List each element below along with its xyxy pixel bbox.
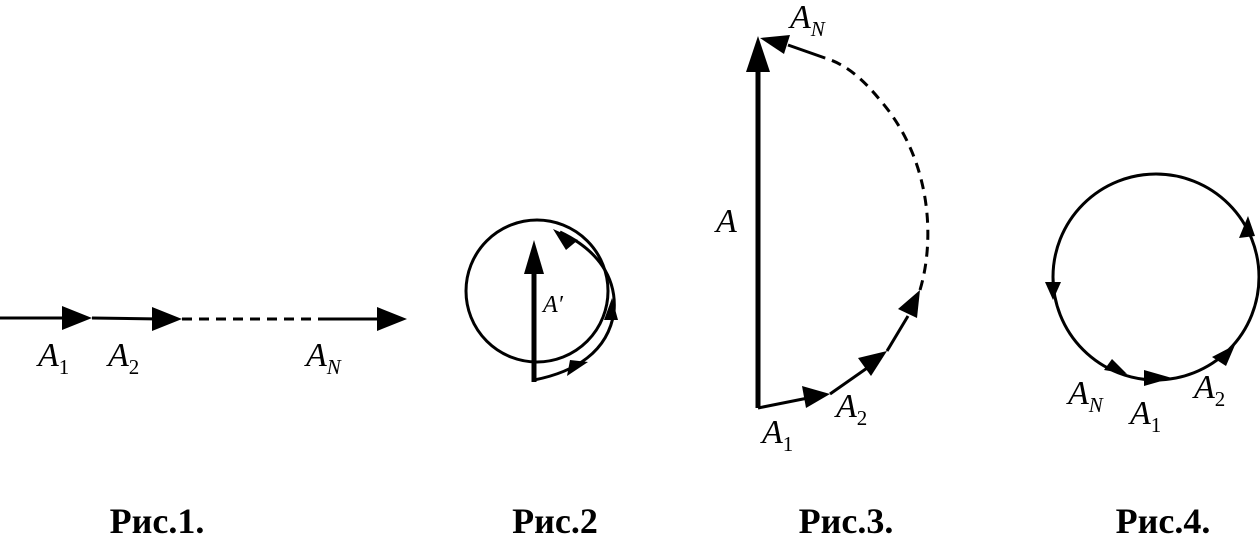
chain-arrowhead-1 xyxy=(567,360,588,376)
label-a1-sub: 1 xyxy=(1151,413,1162,437)
label-a2-sub: 2 xyxy=(1215,387,1226,411)
arrowhead-1 xyxy=(1045,282,1061,300)
circle xyxy=(464,218,610,364)
label-a: A xyxy=(714,203,737,240)
caption-fig-1: Рис.1. xyxy=(110,501,205,537)
figure-1: A1 A2 AN Рис.1. xyxy=(0,306,407,537)
svg-text:AN: AN xyxy=(304,337,342,379)
label-a1: A xyxy=(1128,395,1151,432)
svg-text:A1: A1 xyxy=(36,337,69,379)
label-a2: A xyxy=(1192,369,1215,406)
svg-text:A2: A2 xyxy=(1192,369,1225,411)
arrowhead-a3 xyxy=(898,290,920,318)
vector-a3 xyxy=(885,315,910,352)
label-an-sub: N xyxy=(326,355,342,379)
caption-fig-4: Рис.4. xyxy=(1116,501,1211,537)
arrowhead-a2 xyxy=(858,351,887,376)
chain-arrowhead-3 xyxy=(553,229,578,250)
label-a2-sub: 2 xyxy=(857,406,868,430)
label-a2: A xyxy=(106,337,129,374)
label-a2-sub: 2 xyxy=(129,355,140,379)
svg-text:A1: A1 xyxy=(760,414,793,456)
arrowhead-an xyxy=(760,35,790,54)
chain-arrowhead-2 xyxy=(604,298,618,320)
caption-fig-3: Рис.3. xyxy=(799,501,894,537)
svg-text:A1: A1 xyxy=(1128,395,1161,437)
label-a-prime: A′ xyxy=(541,292,564,318)
arrowhead-a-prime xyxy=(524,240,544,274)
label-a1: A xyxy=(760,414,783,451)
arrowhead-a2 xyxy=(152,307,182,331)
label-an: A xyxy=(788,0,811,36)
label-an: A xyxy=(304,337,327,374)
vector-a1 xyxy=(757,396,809,410)
figure-2: A′ Рис.2 xyxy=(464,218,618,537)
label-an-sub: N xyxy=(810,17,826,41)
label-a1-sub: 1 xyxy=(59,355,70,379)
svg-text:AN: AN xyxy=(1066,375,1104,417)
svg-text:A2: A2 xyxy=(834,388,867,430)
svg-text:AN: AN xyxy=(788,0,826,41)
arrowhead-3 xyxy=(1239,216,1255,238)
vector-a2 xyxy=(91,316,161,321)
figure-3: AN A A1 A2 Рис.3. xyxy=(714,0,930,537)
label-an-sub: N xyxy=(1088,393,1104,417)
label-a1-sub: 1 xyxy=(783,432,794,456)
figure-4: AN A1 A2 Рис.4. xyxy=(1045,172,1260,537)
vector-an xyxy=(787,43,826,60)
arrowhead-a1 xyxy=(62,306,92,330)
arrowhead-a xyxy=(746,36,770,72)
caption-fig-2: Рис.2 xyxy=(512,501,598,537)
arrowhead-a2 xyxy=(1212,345,1235,366)
dashed-arc xyxy=(824,56,930,291)
arrowhead-a1 xyxy=(802,386,830,408)
arrowhead-an xyxy=(377,307,407,331)
arrowhead-2 xyxy=(1104,359,1127,374)
label-an: A xyxy=(1066,375,1089,412)
label-a1: A xyxy=(36,337,59,374)
svg-text:A2: A2 xyxy=(106,337,139,379)
label-a2: A xyxy=(834,388,857,425)
vector-a2 xyxy=(829,364,871,396)
arrowhead-a1 xyxy=(1144,370,1172,386)
